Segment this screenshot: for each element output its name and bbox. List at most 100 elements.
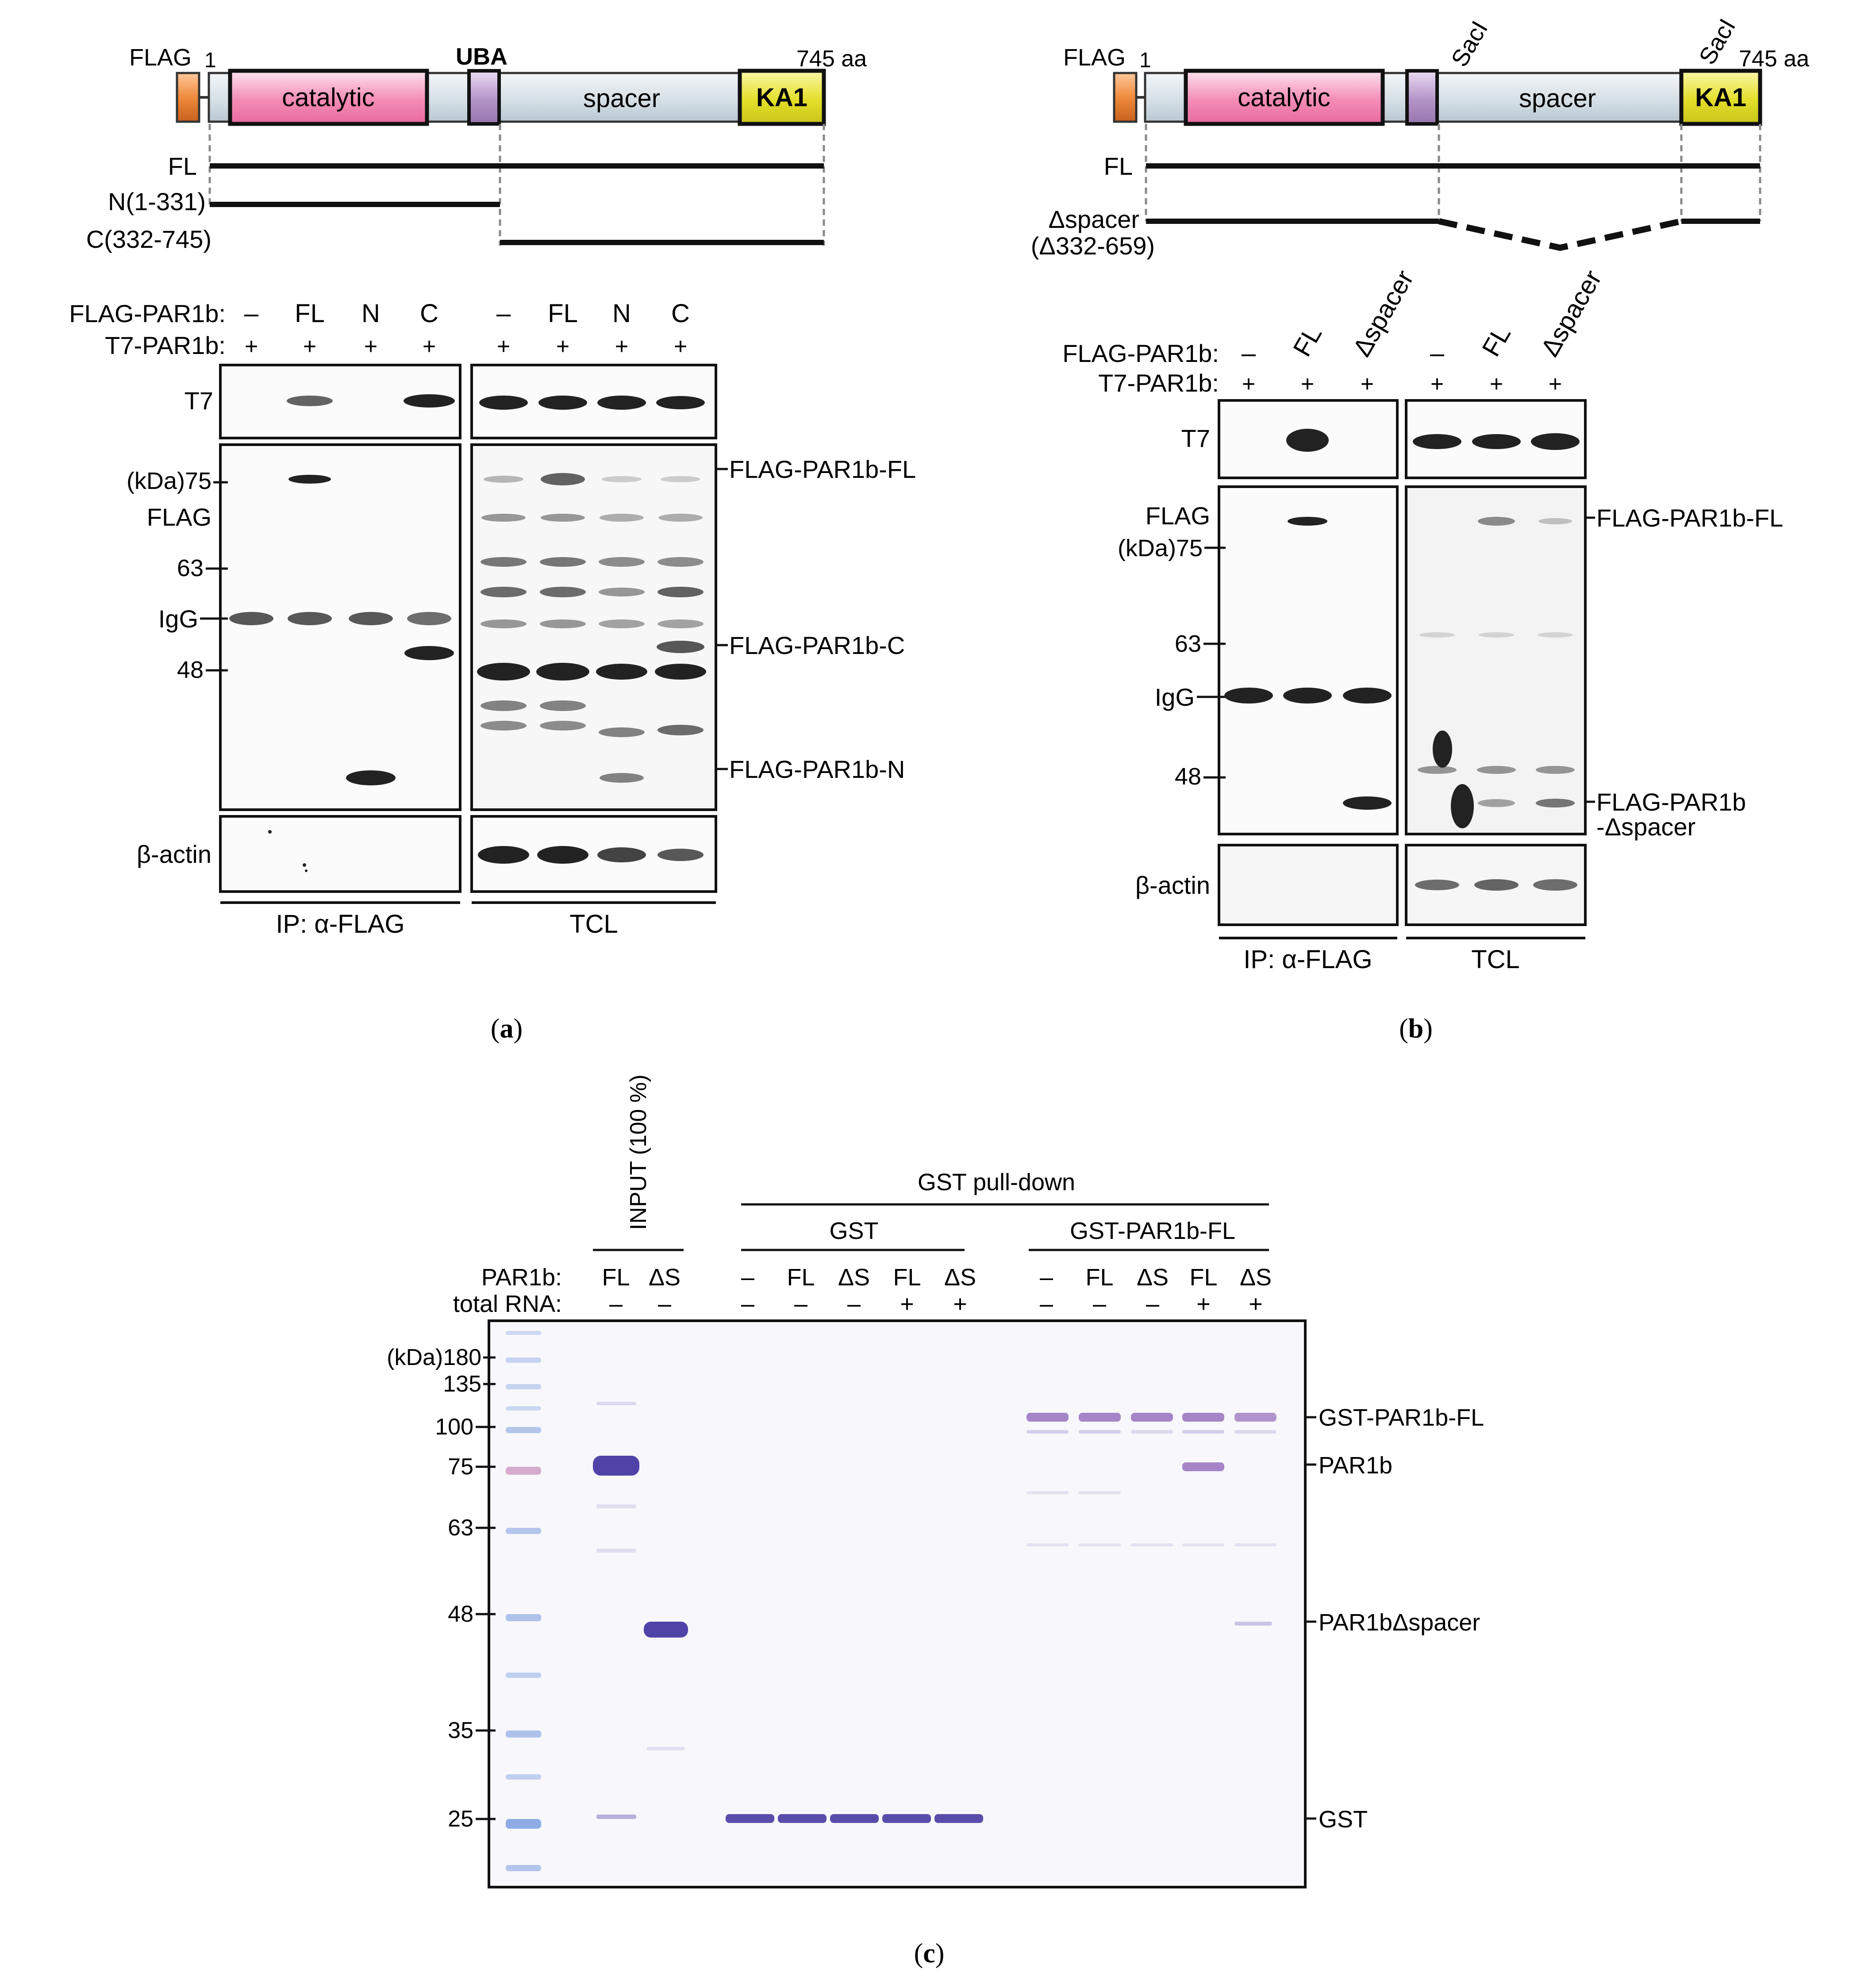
par1b-value: ΔS	[838, 1264, 870, 1291]
lane-label: C	[420, 299, 438, 328]
igg-label: IgG	[1155, 683, 1195, 711]
t7-panel-label: T7	[1181, 424, 1210, 452]
par1b-row-label: PAR1b:	[481, 1264, 562, 1291]
band	[656, 396, 705, 409]
blot-actin-ip	[1218, 844, 1399, 926]
igg-label: IgG	[158, 605, 198, 633]
tcl-label: TCL	[1471, 945, 1520, 974]
marker-48: 48	[177, 657, 204, 683]
lane-label: N	[612, 299, 631, 328]
par1b-value: FL	[1189, 1264, 1217, 1291]
panel-b-diagram: FLAG 1 SacI SacI 745 aa catalytic spacer…	[1031, 14, 1809, 260]
blot-flag-tcl	[470, 443, 717, 811]
catalytic-domain	[228, 69, 429, 126]
construct-fl-label: FL	[1104, 152, 1133, 180]
marker-35: 35	[448, 1718, 473, 1743]
flag-panel-label: FLAG	[147, 503, 211, 531]
rna-value: –	[741, 1291, 754, 1317]
flag-label: FLAG	[129, 44, 192, 71]
lane-label: FL	[1476, 321, 1516, 361]
panel-a-blot: FLAG-PAR1b: T7-PAR1b: – FL N C – FL N C …	[69, 299, 916, 938]
blot-artifact	[1451, 784, 1474, 828]
total-rna-row-label: total RNA:	[453, 1291, 562, 1317]
marker-75: 75	[448, 1454, 473, 1480]
rna-value: –	[609, 1291, 623, 1317]
t7-par1b-row-label: T7-PAR1b:	[105, 331, 226, 359]
saci-label: SacI	[1446, 16, 1493, 71]
construct-c-label: C(332-745)	[86, 225, 211, 253]
beta-actin-label: β-actin	[1135, 871, 1210, 899]
t7-mark: +	[1301, 371, 1314, 397]
par1b-value: ΔS	[649, 1264, 681, 1291]
panel-a-caption: (a)	[491, 1014, 523, 1044]
band	[404, 646, 454, 660]
panel-b-blot: FLAG-PAR1b: T7-PAR1b: – FL Δspacer – FL …	[1062, 265, 1783, 974]
marker-100: 100	[435, 1414, 473, 1440]
rna-value: –	[658, 1291, 671, 1317]
label-flag-par1b-c: FLAG-PAR1b-C	[729, 631, 905, 659]
par1b-value: FL	[602, 1264, 630, 1291]
marker-63: 63	[1175, 631, 1201, 657]
rna-value: +	[1196, 1291, 1211, 1317]
t7-mark: +	[1490, 371, 1503, 397]
t7-mark: +	[615, 334, 628, 359]
panel-c-caption: (c)	[914, 1938, 945, 1969]
deletion-dash	[1438, 218, 1682, 251]
lane-label: –	[1430, 339, 1445, 368]
gel-frame	[488, 1319, 1307, 1888]
label-flag-par1b-fl: FLAG-PAR1b-FL	[1596, 504, 1783, 532]
band-dspacer-bound	[1234, 1622, 1272, 1626]
rna-value: –	[1146, 1291, 1159, 1317]
label-flag-par1b-n: FLAG-PAR1b-N	[729, 755, 905, 783]
band	[349, 612, 393, 625]
band-gst	[934, 1814, 983, 1823]
band	[655, 664, 706, 680]
t7-mark: +	[1549, 371, 1562, 397]
spacer-label: spacer	[583, 84, 660, 113]
marker-135: 135	[443, 1371, 481, 1397]
band-gst-par1b-fl	[1234, 1413, 1276, 1422]
label-par1b-dspacer: PAR1bΔspacer	[1319, 1609, 1480, 1636]
band	[287, 396, 333, 406]
blot-flag-tcl	[1405, 485, 1587, 835]
par1b-value: –	[741, 1264, 754, 1291]
marker-75: (kDa)75	[127, 468, 211, 494]
par1b-value: ΔS	[1240, 1264, 1272, 1291]
gst-par1b-group-label: GST-PAR1b-FL	[1070, 1218, 1235, 1244]
uba-domain	[467, 69, 501, 126]
t7-mark: +	[1430, 371, 1444, 397]
rna-value: +	[900, 1291, 914, 1317]
band	[597, 396, 646, 410]
construct-dspacer-label: Δspacer	[1049, 205, 1140, 233]
band-gst	[882, 1814, 931, 1823]
rna-value: –	[1040, 1291, 1053, 1317]
band	[346, 770, 396, 785]
flag-panel-label: FLAG	[1146, 502, 1210, 530]
panel-b-caption: (b)	[1399, 1014, 1433, 1044]
band	[407, 612, 451, 625]
start-number: 1	[204, 49, 216, 72]
lane-label: Δspacer	[1347, 265, 1419, 361]
band-dspacer-input	[644, 1622, 688, 1638]
band	[538, 396, 587, 410]
lane-label: C	[671, 299, 690, 328]
catalytic-domain	[1184, 69, 1385, 126]
blot-flag-ip	[1218, 485, 1399, 835]
t7-mark: +	[674, 334, 687, 359]
lane-label: FL	[548, 299, 578, 328]
length-label: 745 aa	[1739, 46, 1809, 72]
ip-label: IP: α-FLAG	[276, 910, 404, 938]
par1b-value: FL	[787, 1264, 815, 1291]
catalytic-label: catalytic	[282, 83, 375, 112]
catalytic-label: catalytic	[1238, 83, 1330, 112]
t7-mark: +	[1361, 371, 1374, 397]
band	[288, 612, 332, 625]
marker-25: 25	[448, 1806, 473, 1832]
marker-75: (kDa)75	[1118, 535, 1203, 561]
par1b-value: ΔS	[944, 1264, 976, 1291]
rna-value: +	[1249, 1291, 1263, 1317]
marker-63: 63	[177, 555, 204, 581]
band-par1b-bound	[1182, 1462, 1224, 1471]
marker-48: 48	[1175, 763, 1201, 790]
